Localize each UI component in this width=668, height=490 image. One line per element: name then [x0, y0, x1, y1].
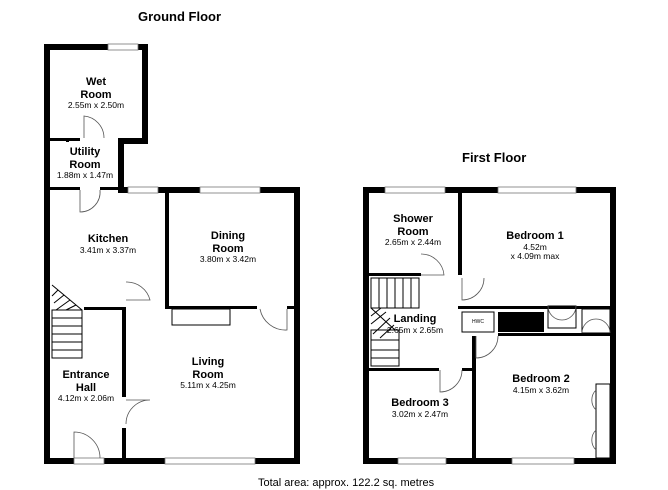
door-swing [547, 305, 577, 321]
wardrobe [595, 383, 611, 459]
window [164, 457, 256, 465]
wall [369, 368, 439, 371]
door-swing [475, 335, 499, 359]
airing-cupboard [498, 312, 544, 332]
wall [294, 187, 300, 464]
first-floor-stairs [370, 277, 420, 367]
door-swing [259, 308, 288, 331]
room-dimensions: 1.88m x 1.47m [56, 170, 114, 181]
room-name: Bedroom 3 [391, 397, 449, 409]
window [199, 186, 261, 194]
room-entrance-hall: Entrance Hall 4.12m x 2.06m [52, 369, 120, 404]
room-shower-room: Shower Room 2.65m x 2.44m [374, 213, 452, 248]
room-bedroom-2: Bedroom 2 4.15m x 3.62m [502, 373, 580, 395]
door-swing [581, 318, 611, 334]
ground-floor-stairs [51, 284, 83, 359]
wall [84, 307, 126, 310]
room-dimensions: 4.12m x 2.06m [57, 393, 115, 404]
wall [363, 458, 616, 464]
wall [610, 187, 616, 464]
first-floor-plan [363, 186, 616, 465]
room-bedroom-1: Bedroom 1 4.52m x 4.09m max [495, 230, 575, 262]
wall [458, 193, 462, 275]
room-living-room: Living Room 5.11m x 4.25m [168, 356, 248, 391]
room-dimensions: 3.41m x 3.37m [79, 244, 137, 255]
room-dimensions: 3.80m x 3.42m [199, 254, 257, 265]
room-bedroom-3: Bedroom 3 3.02m x 2.47m [382, 397, 458, 419]
ground-floor-plan [44, 43, 300, 465]
wardrobe [581, 308, 611, 334]
wall [462, 368, 474, 371]
window [127, 186, 159, 194]
wall [142, 44, 148, 144]
door-swing [439, 369, 463, 393]
room-landing: Landing 2.65m x 2.65m [378, 313, 452, 335]
room-wet-room: Wet Room 2.55m x 2.50m [62, 76, 130, 111]
wall [498, 333, 610, 336]
door-swing [79, 189, 101, 213]
door-swing [125, 399, 151, 425]
door-swing [591, 389, 597, 451]
door-swing [420, 253, 445, 276]
hot-water-cylinder [461, 311, 495, 333]
wall [165, 193, 169, 308]
wall [287, 306, 297, 309]
window [497, 186, 577, 194]
wardrobe [547, 305, 577, 329]
wall [165, 306, 257, 309]
room-dimensions: 5.11m x 4.25m [180, 380, 236, 391]
window [511, 457, 575, 465]
wall [122, 307, 126, 397]
total-area-text: Total area: approx. 122.2 sq. metres [258, 477, 435, 489]
fireplace [171, 308, 231, 326]
wall [363, 187, 369, 464]
window [397, 457, 447, 465]
wall [118, 138, 148, 144]
room-name: Bedroom 1 [506, 230, 564, 242]
wall [50, 187, 80, 190]
wall [44, 44, 148, 50]
window [107, 43, 139, 51]
room-name: Shower Room [393, 213, 433, 238]
room-name: Living Room [191, 356, 225, 381]
room-dimensions: 3.02m x 2.47m [391, 408, 449, 419]
wall [100, 187, 124, 190]
wall [44, 44, 50, 464]
wall [458, 306, 610, 309]
wall [118, 138, 124, 190]
room-name: Wet Room [80, 76, 112, 101]
room-utility-room: Utility Room 1.88m x 1.47m [52, 146, 118, 181]
wall [66, 140, 69, 142]
room-dining-room: Dining Room 3.80m x 3.42m [190, 230, 266, 265]
room-kitchen: Kitchen 3.41m x 3.37m [70, 233, 146, 255]
room-name: Dining Room [210, 230, 246, 255]
door-swing [461, 277, 485, 301]
door-swing [125, 281, 151, 301]
wall [472, 336, 476, 458]
first-floor-title: First Floor [462, 150, 527, 165]
room-dimensions: 2.55m x 2.50m [67, 100, 125, 111]
room-name: Landing [393, 313, 437, 325]
door-swing [83, 115, 105, 139]
wall [363, 187, 616, 193]
room-dimensions: 4.15m x 3.62m [512, 384, 570, 395]
room-dimensions: 2.65m x 2.65m [386, 324, 444, 335]
wall [50, 138, 80, 141]
wall [122, 428, 126, 458]
wall [369, 273, 421, 276]
ground-floor-title: Ground Floor [138, 9, 222, 24]
door-swing [73, 431, 101, 459]
hwc-label: HWC [472, 319, 484, 325]
window [384, 186, 446, 194]
room-dimensions: 2.65m x 2.44m [384, 237, 442, 248]
front-door-opening [73, 457, 105, 465]
room-name: Utility Room [69, 146, 101, 171]
room-dimensions: 4.52m x 4.09m max [510, 241, 560, 262]
room-name: Kitchen [87, 233, 129, 245]
room-name: Bedroom 2 [512, 373, 570, 385]
room-name: Entrance Hall [62, 369, 110, 394]
